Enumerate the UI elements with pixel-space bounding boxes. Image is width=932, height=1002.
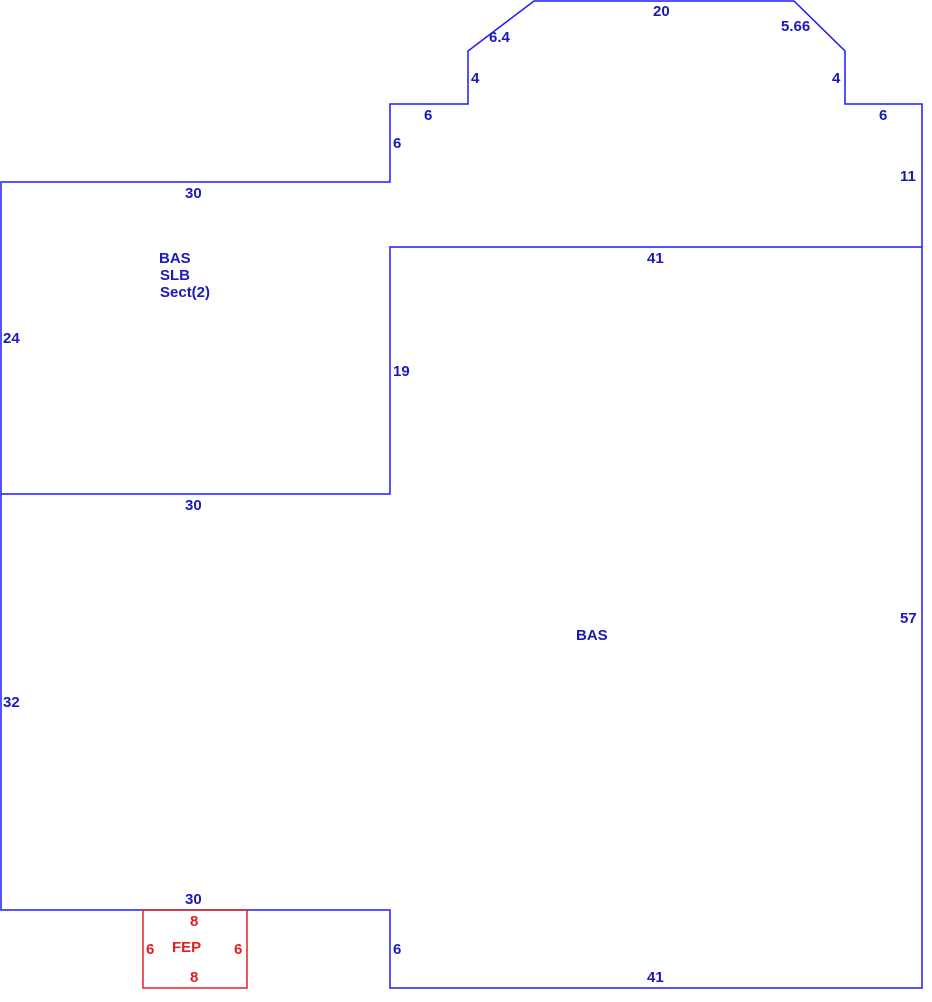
dim-step-6-left: 6: [424, 107, 432, 124]
dim-bottom-41: 41: [647, 969, 664, 986]
porch-dim-bottom: 8: [190, 969, 198, 986]
dim-inner-41: 41: [647, 250, 664, 267]
dim-step-6-vert: 6: [393, 135, 401, 152]
dim-left-32: 32: [3, 694, 20, 711]
area-label-bas-main: BAS: [576, 627, 608, 644]
porch-dim-right: 6: [234, 941, 242, 958]
dim-wall-4-left: 4: [471, 70, 480, 87]
area-label-bas-top: BAS: [159, 250, 191, 267]
dim-top-20: 20: [653, 3, 670, 20]
building-outline: [0, 0, 923, 989]
dim-diag-right: 5.66: [781, 18, 810, 35]
dim-bottom-6: 6: [393, 941, 401, 958]
dim-wall-4-right: 4: [832, 70, 841, 87]
porch-dim-top: 8: [190, 913, 198, 930]
dim-right-11: 11: [900, 168, 916, 185]
dim-top-30: 30: [185, 185, 202, 202]
dim-step-6-right: 6: [879, 107, 887, 124]
area-label-sect: Sect(2): [160, 284, 210, 301]
dim-inner-19: 19: [393, 363, 410, 380]
dim-left-24: 24: [3, 330, 20, 347]
dim-right-57: 57: [900, 610, 917, 627]
dim-diag-left: 6.4: [489, 29, 511, 46]
dim-mid-30: 30: [185, 497, 202, 514]
porch-dim-left: 6: [146, 941, 154, 958]
section-divider: [1, 246, 922, 495]
porch-outline: [142, 909, 248, 989]
porch-label-fep: FEP: [172, 939, 201, 956]
area-label-slb: SLB: [160, 267, 190, 284]
dim-bottom-30: 30: [185, 891, 202, 908]
